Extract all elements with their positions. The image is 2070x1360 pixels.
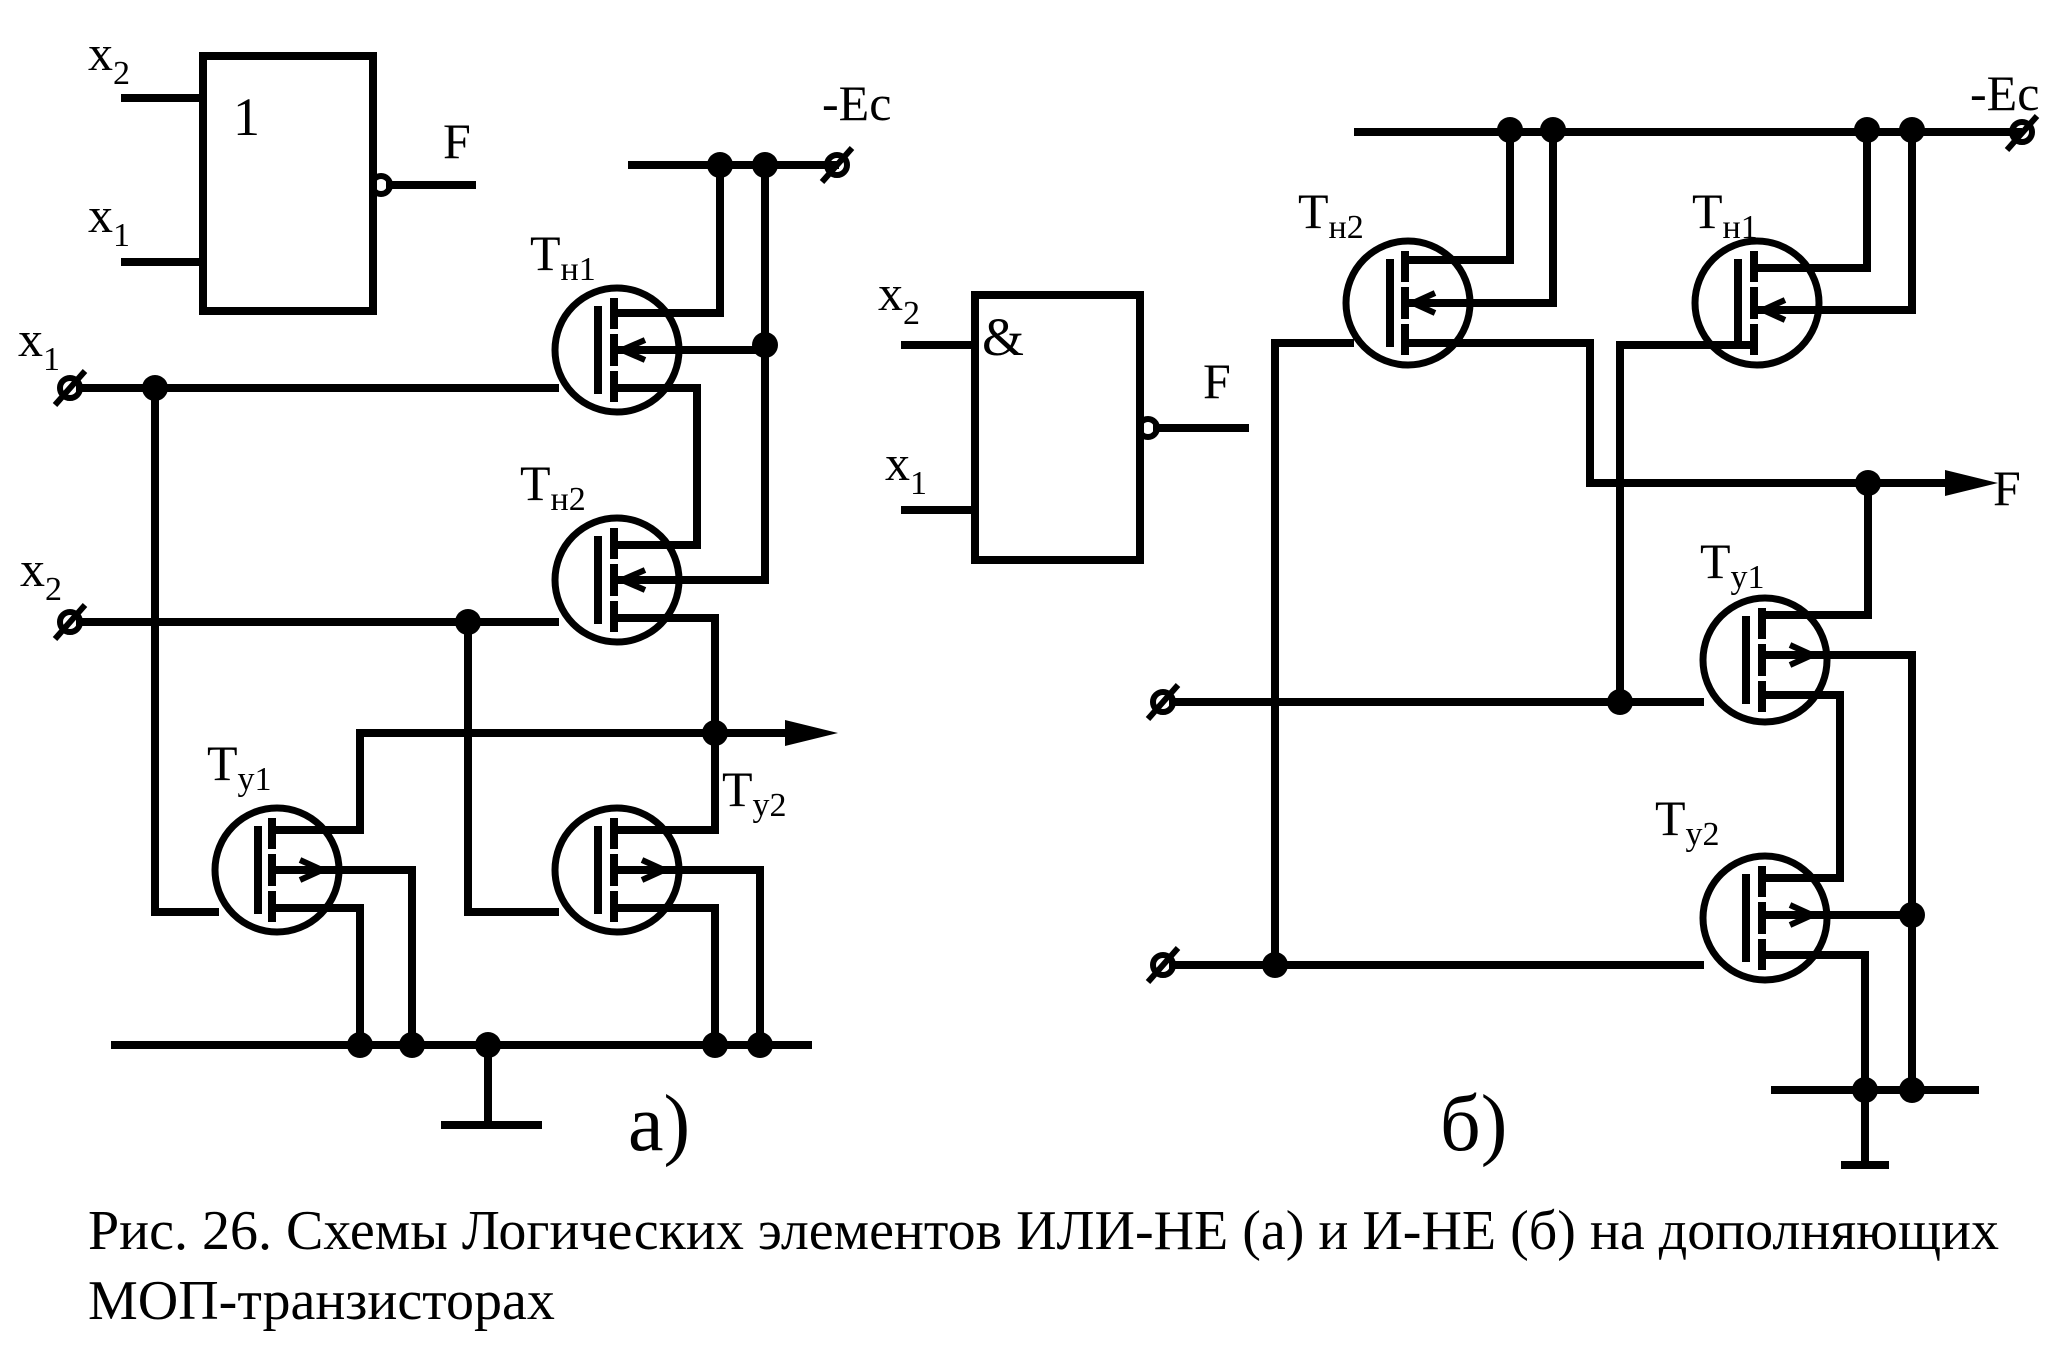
ground-a — [111, 1032, 812, 1129]
transistor-ty1-b: Tу1 — [1699, 533, 1916, 1094]
tn1-label-a: Tн1 — [530, 225, 596, 288]
gate-input-x1-label: x1 — [88, 187, 130, 254]
panel-b: & x2 x1 F -Ec — [878, 65, 2039, 1169]
transistor-tn1-b: Tн1 — [1616, 126, 1916, 709]
gate-input-x2-label: x2 — [88, 25, 130, 92]
supply-label-a: -Ec — [822, 75, 891, 131]
ty2-label-a: Tу2 — [722, 761, 787, 824]
output-b: F — [1586, 460, 2021, 619]
tn2-label-a: Tн2 — [520, 455, 586, 518]
gate-symbol-and: & — [982, 307, 1024, 367]
gate-b-input-x2-label: x2 — [878, 265, 920, 332]
input-x1-a: x1 — [18, 311, 559, 916]
transistor-ty2-b: Tу2 — [1655, 790, 1925, 1094]
ty2-label-b: Tу2 — [1655, 790, 1720, 853]
output-a — [356, 720, 838, 834]
gate-b-input-x1-label: x1 — [885, 435, 927, 502]
gate-symbol-or: 1 — [233, 87, 260, 147]
tn2-label-b: Tн2 — [1298, 183, 1364, 246]
input-top-b — [1145, 683, 1704, 721]
supply-label-b: -Ec — [1970, 65, 2039, 121]
transistor-tn2-b: Tн2 — [1298, 126, 1594, 487]
tn1-label-b: Tн1 — [1692, 183, 1758, 246]
circuit-diagram: 1 x2 x1 F -Ec x1 — [18, 25, 2039, 1169]
output-label-b: F — [1993, 460, 2021, 516]
gate-b-output-label: F — [1203, 353, 1231, 409]
input-bottom-b — [1145, 339, 1704, 984]
panel-a: 1 x2 x1 F -Ec x1 — [18, 25, 891, 1168]
gate-output-label: F — [443, 113, 471, 169]
ty1-label-b: Tу1 — [1700, 533, 1765, 596]
supply-rail-a: -Ec — [628, 75, 891, 184]
nand-gate-symbol: & x2 x1 F — [878, 265, 1249, 564]
ground-b — [1771, 1077, 1979, 1169]
panel-a-label: а) — [628, 1080, 690, 1168]
input-x2-a: x2 — [20, 541, 559, 916]
ty1-label-a: Tу1 — [207, 735, 272, 798]
figure-caption: Рис. 26. Схемы Логических элементов ИЛИ-… — [88, 1200, 2000, 1332]
transistor-ty1-a: Tу1 — [207, 735, 416, 1049]
nor-gate-symbol: 1 x2 x1 F — [88, 25, 476, 315]
panel-b-label: б) — [1440, 1080, 1507, 1168]
input-x1-label-a: x1 — [18, 311, 60, 378]
supply-rail-b: -Ec — [1354, 65, 2039, 152]
input-x2-label-a: x2 — [20, 541, 62, 608]
transistor-ty2-a: Tу2 — [551, 761, 787, 1049]
